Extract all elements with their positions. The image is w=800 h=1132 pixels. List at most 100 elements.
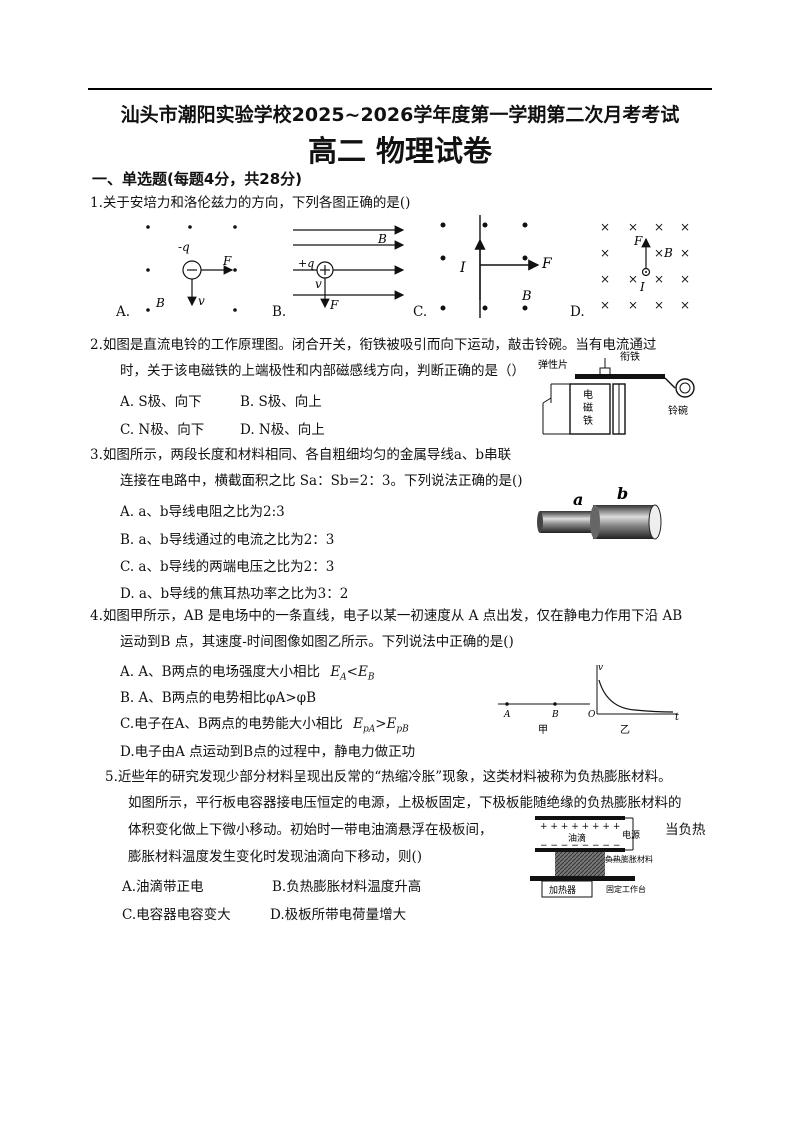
q1-option-a: A. [116,304,131,320]
svg-text:×: × [628,272,638,286]
svg-text:×: × [680,298,690,312]
q4-option-a-text: A. A、B两点的电场强度大小相比 [120,664,321,680]
q4-stem-line1: 4.如图甲所示，AB 是电场中的一条直线，电子以某一初速度从 A 点出发，仅在静… [90,608,683,624]
svg-text:铃碗: 铃碗 [668,404,688,417]
school-title: 汕头市潮阳实验学校2025~2026学年度第一学期第二次月考考试 [120,104,680,126]
q3-wire-diagram: a b [537,485,662,540]
svg-text:B: B [377,232,387,246]
svg-text:F: F [633,234,643,248]
q2-stem-line1: 2.如图是直流电铃的工作原理图。闭合开关，衔铁被吸引而向下运动，敲击铃碗。当有电… [90,337,657,353]
svg-text:+q: +q [298,257,314,270]
svg-text:×: × [654,220,664,234]
q5-option-b: B.负热膨胀材料温度升高 [272,879,422,895]
svg-text:B: B [521,289,532,304]
svg-text:乙: 乙 [620,724,630,735]
q3-option-d: D. a、b导线的焦耳热功率之比为3：2 [120,586,349,602]
q4-option-a: A. A、B两点的电场强度大小相比 EA<EB [120,660,374,683]
q3-stem-line1: 3.如图所示，两段长度和材料相同、各自粗细均匀的金属导线a、b串联 [90,447,512,463]
q2-option-a: A. S极、向下 [120,394,202,410]
svg-text:加热器: 加热器 [549,884,576,896]
svg-text:+ + + + + + + +: + + + + + + + + [540,822,620,832]
svg-text:v: v [598,663,603,673]
q4-option-d: D.电子由A 点运动到B点的过程中，静电力做正功 [120,744,416,760]
svg-text:弹性片: 弹性片 [538,358,568,371]
svg-text:铁: 铁 [583,414,593,427]
svg-text:B: B [663,246,673,260]
q3-option-b: B. a、b导线通过的电流之比为2：3 [120,532,335,548]
svg-text:B: B [551,710,559,720]
svg-text:磁: 磁 [583,401,593,414]
q3-option-a: A. a、b导线电阻之比为2:3 [120,504,285,520]
svg-text:B: B [155,296,165,310]
svg-text:A: A [503,710,511,720]
svg-text:×: × [654,246,664,260]
q1-figure-b: B +q v F [293,225,405,312]
svg-text:电: 电 [583,388,593,401]
svg-text:×: × [680,246,690,260]
svg-text:×: × [628,220,638,234]
q3-stem-line2: 连接在电路中，横截面积之比 Sa：Sb=2：3。下列说法正确的是() [120,473,523,489]
svg-text:×: × [600,220,610,234]
q2-option-d: D. N极、向上 [240,422,325,438]
q2-bell-diagram: 弹性片 衔铁 电 磁 铁 铃碗 [538,350,695,435]
q5-capacitor-diagram: + + + + + + + + 油滴 − − − − − − − − 电源 负热… [530,816,653,898]
q1-option-b: B. [272,304,287,320]
svg-text:固定工作台: 固定工作台 [606,884,646,894]
svg-text:I: I [639,280,645,294]
q1-figure-a: -q F v B [146,225,237,312]
svg-text:− − − − − − − −: − − − − − − − − [540,841,620,851]
svg-text:衔铁: 衔铁 [620,350,640,363]
svg-text:F: F [329,298,339,312]
q4-stem-line2: 运动到B 点，其速度-时间图像如图乙所示。下列说法中正确的是() [120,634,514,650]
subject-title: 高二 物理试卷 [307,134,493,168]
q1-option-d: D. [570,304,585,320]
header-rule [88,88,712,90]
q2-stem-line2: 时，关于该电磁铁的上端极性和内部磁感线方向，判断正确的是（） [120,363,525,379]
svg-text:×: × [680,272,690,286]
svg-text:×: × [600,272,610,286]
q5-stem-line3: 体积变化做上下微小移动。初始时一带电油滴悬浮在极板间， [128,822,493,838]
q3-option-c: C. a、b导线的两端电压之比为2：3 [120,559,335,575]
svg-text:t: t [675,712,680,723]
q4-option-c-text: C.电子在A、B两点的电势能大小相比 [120,716,343,732]
svg-text:×: × [628,298,638,312]
q1-stem: 1.关于安培力和洛伦兹力的方向，下列各图正确的是() [90,195,411,211]
q4-option-b: B. A、B两点的电势相比φA>φB [120,690,317,706]
q5-option-d: D.极板所带电荷量增大 [270,907,407,923]
svg-text:×: × [680,220,690,234]
q1-figure-c: I F B [440,215,553,318]
svg-text:油滴: 油滴 [568,832,586,844]
svg-text:甲: 甲 [538,725,548,735]
q5-stem-line4: 膨胀材料温度发生变化时发现油滴向下移动，则() [128,849,423,865]
q5-option-c: C.电容器电容变大 [122,907,231,923]
svg-text:×: × [654,298,664,312]
svg-text:F: F [541,256,553,272]
q4-figure-jia: A B 甲 [498,702,590,735]
svg-text:×: × [654,272,664,286]
svg-text:a: a [573,490,583,509]
svg-text:F: F [222,254,232,268]
section-title: 一、单选题(每题4分，共28分) [92,170,303,188]
svg-text:b: b [617,485,628,503]
q4-option-c: C.电子在A、B两点的电势能大小相比 EpA>EpB [120,712,409,735]
q4-option-a-expr: EA<EB [330,664,375,683]
svg-text:I: I [459,260,466,276]
q1-figure-d: × × × × × × × × × × × × × × × F B I [600,220,690,312]
q5-stem-line1: 5.近些年的研究发现少部分材料呈现出反常的“热缩冷胀”现象，这类材料被称为负热膨… [105,769,672,785]
q4-option-c-expr: EpA>EpB [353,716,409,735]
svg-text:O: O [588,710,596,720]
q5-stem-line3-tail: 当负热 [665,822,706,838]
q2-option-b: B. S极、向上 [240,394,322,410]
svg-text:-q: -q [178,240,190,254]
q5-stem-line2: 如图所示，平行板电容器接电压恒定的电源，上极板固定，下极板能随绝缘的负热膨胀材料… [128,795,682,811]
q5-option-a: A.油滴带正电 [122,879,204,895]
svg-text:v: v [315,277,322,291]
svg-text:电源: 电源 [622,829,640,841]
svg-text:负热膨胀材料: 负热膨胀材料 [605,854,653,864]
svg-text:v: v [198,294,205,308]
q4-vt-graph: v O t 乙 [588,663,680,735]
svg-text:×: × [600,298,610,312]
svg-text:×: × [600,246,610,260]
q2-option-c: C. N极、向下 [120,422,205,438]
q1-option-c: C. [413,304,428,320]
